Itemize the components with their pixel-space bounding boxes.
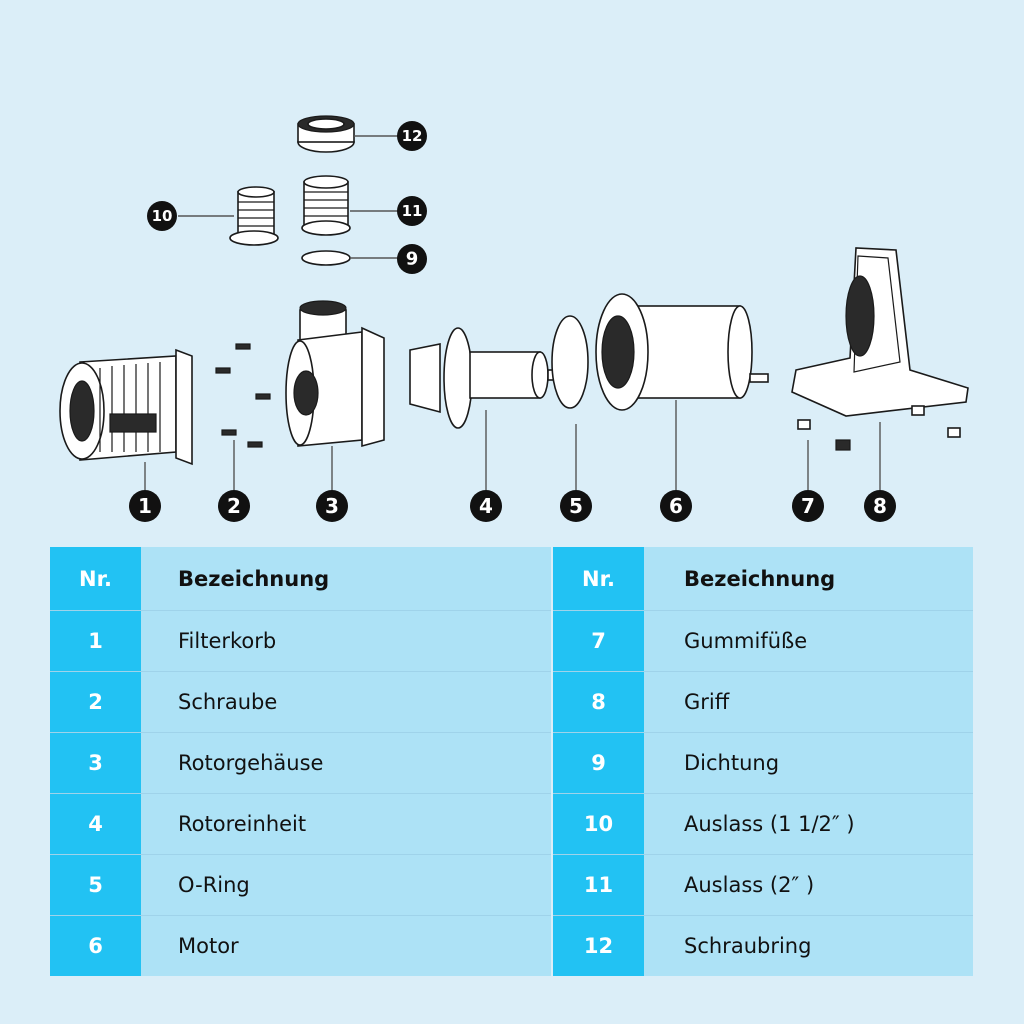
svg-text:10: 10 xyxy=(152,207,173,225)
row-nr-right: 9 xyxy=(551,732,644,794)
row-name-right: Schraubring xyxy=(644,915,973,976)
row-name-left: Motor xyxy=(141,915,552,976)
row-name-right: Gummifüße xyxy=(644,610,973,672)
callout-7: 7 xyxy=(792,490,824,522)
svg-text:7: 7 xyxy=(801,494,815,518)
svg-text:5: 5 xyxy=(569,494,583,518)
row-name-right: Dichtung xyxy=(644,732,973,794)
table-header-row: Nr. Bezeichnung Nr. Bezeichnung xyxy=(50,547,973,611)
svg-text:6: 6 xyxy=(669,494,683,518)
part-rotor-unit xyxy=(409,327,561,429)
row-nr-right: 12 xyxy=(551,915,644,976)
row-nr-left: 4 xyxy=(50,793,141,855)
row-nr-right: 11 xyxy=(551,854,644,916)
row-name-right: Griff xyxy=(644,671,973,733)
row-nr-right: 8 xyxy=(551,671,644,733)
part-gasket xyxy=(301,250,351,266)
row-name-left: Rotoreinheit xyxy=(141,793,552,855)
header-nr-left: Nr. xyxy=(50,547,141,611)
svg-text:3: 3 xyxy=(325,494,339,518)
row-name-left: Filterkorb xyxy=(141,610,552,672)
part-outlet-1-5in xyxy=(229,186,279,246)
row-name-left: Rotorgehäuse xyxy=(141,732,552,794)
svg-text:11: 11 xyxy=(402,202,423,220)
table-row: 5 O-Ring 11 Auslass (2″ ) xyxy=(50,854,973,916)
callout-1: 1 xyxy=(129,490,161,522)
callout-4: 4 xyxy=(470,490,502,522)
callout-6: 6 xyxy=(660,490,692,522)
part-rotor-housing xyxy=(285,300,385,448)
exploded-pump-diagram: 1 2 3 4 5 6 7 8 9 10 11 12 xyxy=(59,115,969,522)
table-row: 6 Motor 12 Schraubring xyxy=(50,915,973,976)
row-nr-left: 3 xyxy=(50,732,141,794)
callout-5: 5 xyxy=(560,490,592,522)
callout-9: 9 xyxy=(397,244,427,274)
parts-table: Nr. Bezeichnung Nr. Bezeichnung 1 Filter… xyxy=(50,547,973,976)
part-o-ring xyxy=(551,315,589,409)
table-row: 2 Schraube 8 Griff xyxy=(50,671,973,733)
part-screw-ring xyxy=(297,115,355,153)
table-row: 1 Filterkorb 7 Gummifüße xyxy=(50,610,973,672)
part-outlet-2in xyxy=(301,175,351,236)
svg-text:2: 2 xyxy=(227,494,241,518)
row-name-right: Auslass (1 1/2″ ) xyxy=(644,793,973,855)
part-rubber-feet xyxy=(797,405,961,451)
part-handle xyxy=(791,247,969,417)
header-nr-right: Nr. xyxy=(551,547,644,611)
row-name-left: O-Ring xyxy=(141,854,552,916)
svg-text:4: 4 xyxy=(479,494,493,518)
callout-10: 10 xyxy=(147,201,177,231)
callout-3: 3 xyxy=(316,490,348,522)
row-nr-right: 10 xyxy=(551,793,644,855)
row-nr-left: 6 xyxy=(50,915,141,976)
row-name-left: Schraube xyxy=(141,671,552,733)
table-row: 3 Rotorgehäuse 9 Dichtung xyxy=(50,732,973,794)
row-nr-left: 1 xyxy=(50,610,141,672)
header-name-left: Bezeichnung xyxy=(141,547,552,611)
svg-text:9: 9 xyxy=(406,249,419,270)
row-nr-right: 7 xyxy=(551,610,644,672)
callout-8: 8 xyxy=(864,490,896,522)
svg-text:12: 12 xyxy=(402,127,423,145)
callout-2: 2 xyxy=(218,490,250,522)
svg-text:1: 1 xyxy=(138,494,152,518)
part-screws xyxy=(215,343,271,448)
row-nr-left: 5 xyxy=(50,854,141,916)
header-name-right: Bezeichnung xyxy=(644,547,973,611)
part-motor xyxy=(595,293,769,411)
row-nr-left: 2 xyxy=(50,671,141,733)
row-name-right: Auslass (2″ ) xyxy=(644,854,973,916)
svg-text:8: 8 xyxy=(873,494,887,518)
part-filter-basket xyxy=(59,348,193,466)
leader-lines xyxy=(144,135,881,490)
callout-11: 11 xyxy=(397,196,427,226)
callout-12: 12 xyxy=(397,121,427,151)
table-row: 4 Rotoreinheit 10 Auslass (1 1/2″ ) xyxy=(50,793,973,855)
